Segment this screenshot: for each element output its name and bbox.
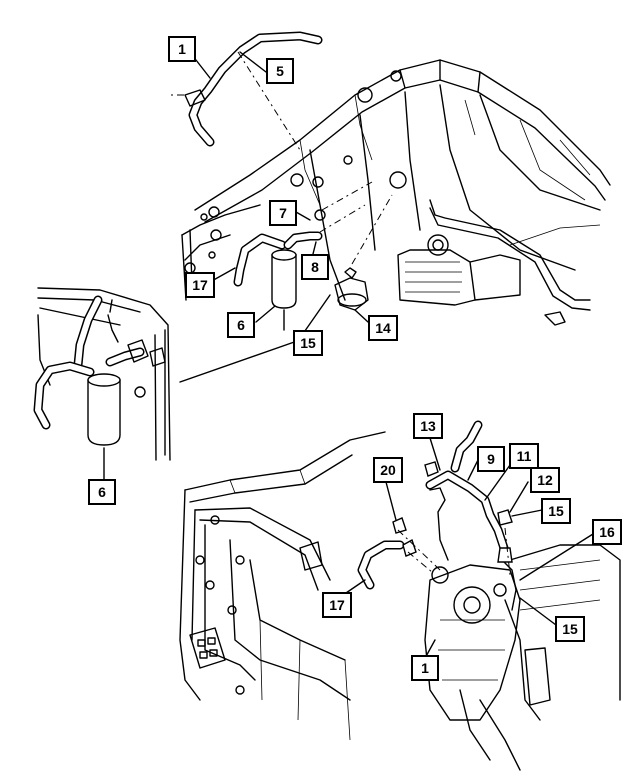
callout-13: 13 <box>413 413 443 439</box>
svg-text:17: 17 <box>329 597 345 613</box>
callout-15-right: 15 <box>541 498 571 524</box>
svg-text:15: 15 <box>548 503 564 519</box>
callout-11: 11 <box>509 443 539 469</box>
svg-text:11: 11 <box>517 448 532 464</box>
fittings-bottom <box>392 461 513 557</box>
svg-text:14: 14 <box>375 320 391 336</box>
callout-6-top: 6 <box>227 312 255 338</box>
callout-17-top: 17 <box>185 272 215 298</box>
callout-15-bottom: 15 <box>555 616 585 642</box>
svg-text:16: 16 <box>599 524 615 540</box>
alignment-lines-top <box>170 51 393 265</box>
svg-text:15: 15 <box>562 621 578 637</box>
svg-text:9: 9 <box>487 451 495 467</box>
svg-text:7: 7 <box>279 205 287 221</box>
callout-17-bottom: 17 <box>322 592 352 618</box>
svg-text:15: 15 <box>300 335 316 351</box>
callout-8: 8 <box>301 254 329 280</box>
callout-20: 20 <box>373 457 403 483</box>
alignment-lines-bottom <box>397 527 511 576</box>
ac-hose-5 <box>184 31 323 147</box>
drier-detail-inset <box>33 287 171 481</box>
svg-text:20: 20 <box>380 462 396 478</box>
svg-text:13: 13 <box>420 418 436 434</box>
svg-text:1: 1 <box>178 41 186 57</box>
svg-text:8: 8 <box>311 259 319 275</box>
callout-9: 9 <box>477 446 505 472</box>
svg-text:6: 6 <box>98 484 106 500</box>
callout-7: 7 <box>269 200 297 226</box>
receiver-drier-top <box>233 231 323 331</box>
callout-16: 16 <box>592 519 622 545</box>
leader-15-inset <box>179 339 301 383</box>
callout-15-top: 15 <box>293 330 323 356</box>
firewall-cowl-illustration <box>181 59 611 326</box>
svg-text:6: 6 <box>237 317 245 333</box>
engine-bay-illustration <box>179 431 621 771</box>
ac-hose-17-bottom <box>357 540 405 590</box>
callout-12: 12 <box>530 467 560 493</box>
callout-1-bottom: 1 <box>411 655 439 681</box>
svg-text:1: 1 <box>421 660 429 676</box>
svg-text:17: 17 <box>192 277 208 293</box>
callout-6-inset: 6 <box>88 479 116 505</box>
svg-text:5: 5 <box>276 63 284 79</box>
svg-text:12: 12 <box>537 472 553 488</box>
callout-5: 5 <box>266 58 294 84</box>
callout-14: 14 <box>368 315 398 341</box>
callout-1-top: 1 <box>168 36 196 62</box>
